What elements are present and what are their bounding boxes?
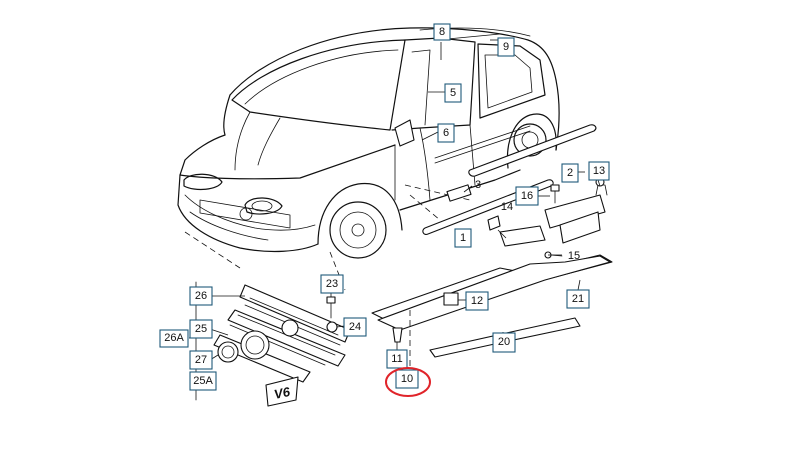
callout-27: 27 xyxy=(189,350,213,370)
callout-10-label: 10 xyxy=(401,373,413,385)
callout-24-label: 24 xyxy=(349,321,361,333)
callout-5-label: 5 xyxy=(450,87,456,99)
callout-16: 16 xyxy=(515,186,539,206)
v6-badge-text: V6 xyxy=(273,384,292,402)
sill-parts xyxy=(371,124,613,370)
callout-15: 15 xyxy=(568,250,580,262)
callout-23-label: 23 xyxy=(326,278,338,290)
grille-parts xyxy=(195,281,351,407)
callout-25: 25 xyxy=(189,319,213,339)
callout-8-label: 8 xyxy=(439,26,445,38)
callout-26A-label: 26A xyxy=(164,332,184,344)
callout-14: 14 xyxy=(501,201,513,213)
callout-5: 5 xyxy=(444,83,462,103)
callout-12: 12 xyxy=(465,291,489,311)
callout-9: 9 xyxy=(497,37,515,57)
callout-24: 24 xyxy=(343,317,367,337)
callout-8: 8 xyxy=(433,23,451,41)
highlight-circle xyxy=(385,367,431,397)
callout-3: 3 xyxy=(475,179,481,191)
callout-16-label: 16 xyxy=(521,190,533,202)
callout-21: 21 xyxy=(566,289,590,309)
callout-12-label: 12 xyxy=(471,295,483,307)
callout-26: 26 xyxy=(189,286,213,306)
callout-11: 11 xyxy=(386,349,408,369)
callout-25-label: 25 xyxy=(195,323,207,335)
callout-6-label: 6 xyxy=(443,127,449,139)
callout-2-label: 2 xyxy=(567,167,573,179)
callout-13: 13 xyxy=(588,161,610,181)
callout-9-label: 9 xyxy=(503,41,509,53)
callout-6: 6 xyxy=(437,123,455,143)
callout-15-label: 15 xyxy=(568,250,580,262)
callout-26-label: 26 xyxy=(195,290,207,302)
callout-20-label: 20 xyxy=(498,336,510,348)
callout-26A: 26A xyxy=(159,329,189,348)
callout-25A-label: 25A xyxy=(193,375,213,387)
callout-10: 10 xyxy=(385,367,431,397)
callout-27-label: 27 xyxy=(195,354,207,366)
callout-20: 20 xyxy=(492,332,516,353)
callout-2: 2 xyxy=(561,163,579,183)
callout-3-label: 3 xyxy=(475,179,481,191)
callout-14-label: 14 xyxy=(501,201,513,213)
callout-1: 1 xyxy=(454,228,472,248)
callout-23: 23 xyxy=(320,274,344,294)
callout-25A: 25A xyxy=(189,371,217,391)
callout-21-label: 21 xyxy=(572,293,584,305)
callout-1-label: 1 xyxy=(460,232,466,244)
callout-13-label: 13 xyxy=(593,165,605,177)
callout-11-label: 11 xyxy=(391,353,402,365)
